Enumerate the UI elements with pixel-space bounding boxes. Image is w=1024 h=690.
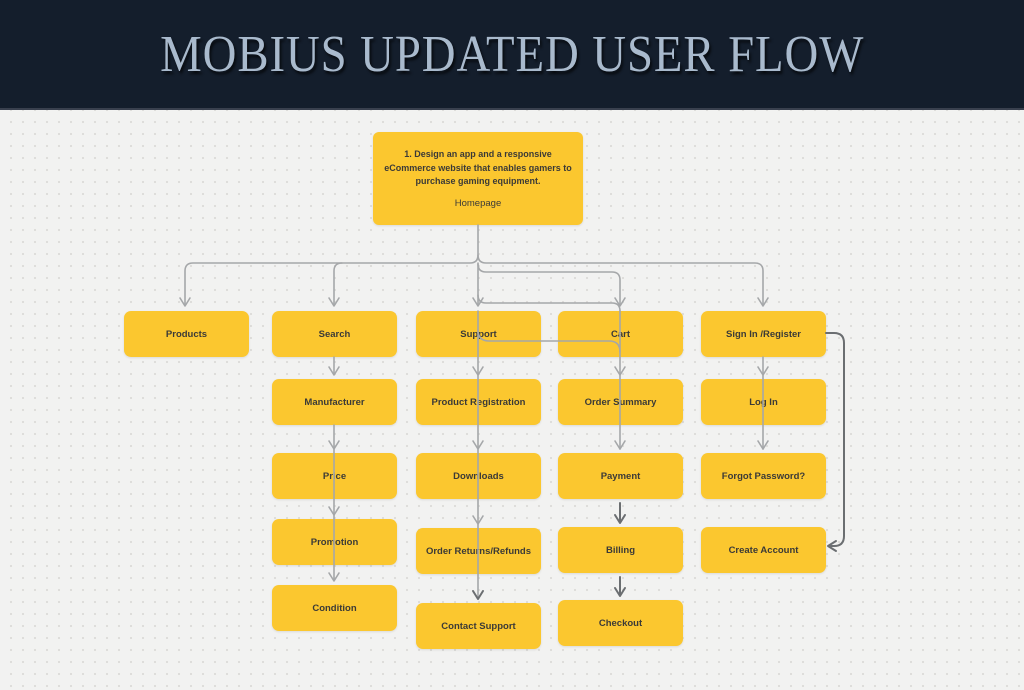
flow-node-create-account[interactable]: Create Account	[701, 527, 826, 573]
flow-node-manufacturer[interactable]: Manufacturer	[272, 379, 397, 425]
flow-node-label: Support	[460, 328, 497, 340]
flow-node-promotion[interactable]: Promotion	[272, 519, 397, 565]
flow-node-label: Price	[322, 470, 347, 482]
flow-node-contact-support[interactable]: Contact Support	[416, 603, 541, 649]
flow-node-label: Log In	[749, 396, 778, 408]
flow-node-order-summary[interactable]: Order Summary	[558, 379, 683, 425]
flow-node-search[interactable]: Search	[272, 311, 397, 357]
flow-node-label: Downloads	[453, 470, 504, 482]
flow-node-label: Promotion	[310, 536, 359, 548]
flow-node-price[interactable]: Price	[272, 453, 397, 499]
flow-node-downloads[interactable]: Downloads	[416, 453, 541, 499]
flow-node-condition[interactable]: Condition	[272, 585, 397, 631]
flow-node-log-in[interactable]: Log In	[701, 379, 826, 425]
flow-node-checkout[interactable]: Checkout	[558, 600, 683, 646]
flow-node-label: Manufacturer	[304, 396, 365, 408]
flow-node-label: Search	[318, 328, 351, 340]
flow-node-homepage-description: 1. Design an app and a responsive eComme…	[384, 148, 572, 187]
flow-node-order-returns[interactable]: Order Returns/Refunds	[416, 528, 541, 574]
flow-node-sign-in-register[interactable]: Sign In /Register	[701, 311, 826, 357]
flow-canvas: 1. Design an app and a responsive eComme…	[0, 110, 1024, 690]
flow-node-label: Product Registration	[431, 396, 526, 408]
flow-node-products[interactable]: Products	[124, 311, 249, 357]
flow-node-forgot-password[interactable]: Forgot Password?	[701, 453, 826, 499]
flow-node-homepage-label: Homepage	[454, 198, 502, 210]
flow-node-label: Condition	[312, 602, 357, 614]
flow-node-billing[interactable]: Billing	[558, 527, 683, 573]
flow-node-label: Sign In /Register	[726, 328, 801, 340]
flow-node-label: Create Account	[728, 544, 799, 556]
flow-node-cart[interactable]: Cart	[558, 311, 683, 357]
flow-node-label: Products	[165, 328, 208, 340]
flow-node-label: Checkout	[598, 617, 643, 629]
title-banner: MOBIUS UPDATED USER FLOW	[0, 0, 1024, 110]
flow-node-label: Order Summary	[584, 396, 657, 408]
connector-signin-create-account	[825, 332, 845, 552]
flow-node-support[interactable]: Support	[416, 311, 541, 357]
flow-node-payment[interactable]: Payment	[558, 453, 683, 499]
flow-node-label: Order Returns/Refunds	[425, 545, 532, 557]
flow-node-label: Forgot Password?	[721, 470, 806, 482]
flow-node-homepage[interactable]: 1. Design an app and a responsive eComme…	[373, 132, 583, 225]
flow-node-label: Billing	[605, 544, 636, 556]
flow-node-label: Payment	[600, 470, 641, 482]
flow-node-label: Cart	[610, 328, 630, 340]
flow-node-product-registration[interactable]: Product Registration	[416, 379, 541, 425]
page-title: MOBIUS UPDATED USER FLOW	[159, 25, 865, 83]
connector-homepage-fanout	[179, 224, 769, 312]
flow-node-label: Contact Support	[441, 620, 516, 632]
